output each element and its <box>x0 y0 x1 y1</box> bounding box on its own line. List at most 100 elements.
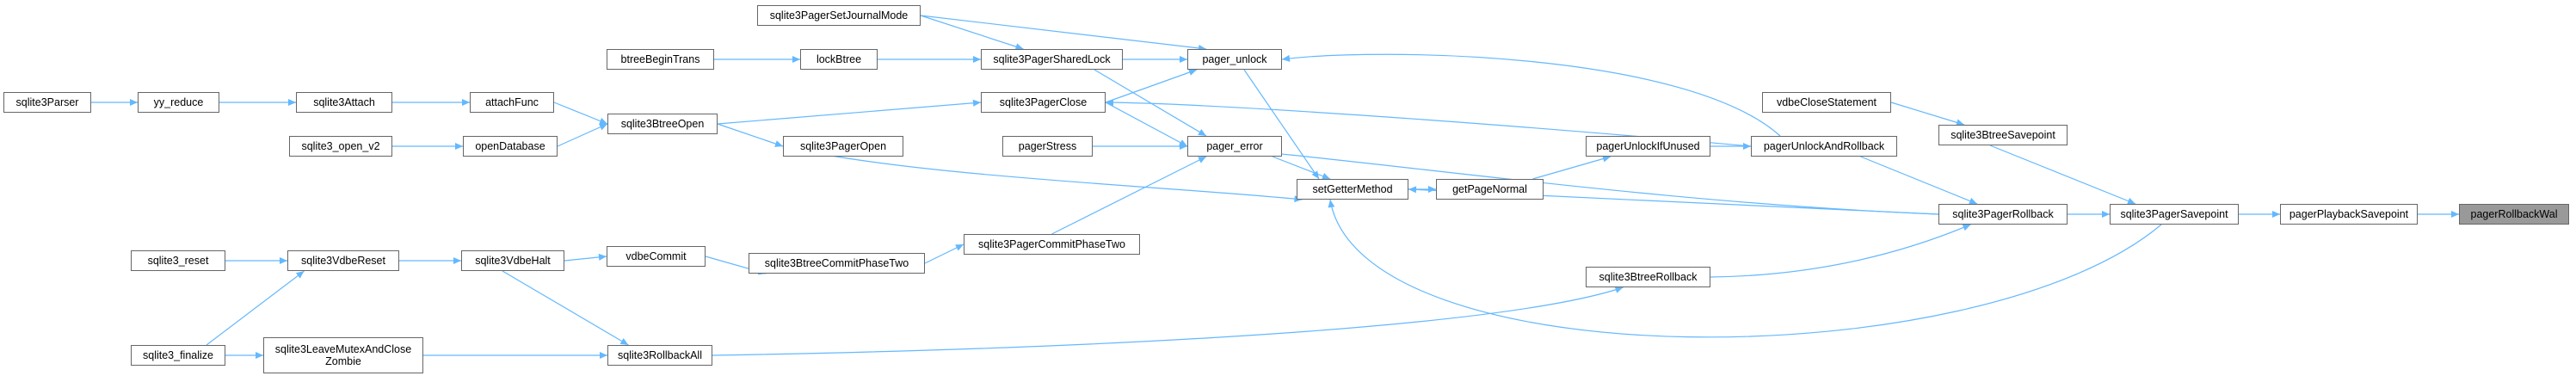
edge-sqlite3VdbeHalt-35 <box>502 270 629 346</box>
edge-arrowhead-15 <box>1322 173 1330 180</box>
node-attachFunc[interactable]: attachFunc <box>470 92 554 113</box>
edge-arrowhead-35 <box>619 337 629 345</box>
edge-arrowhead-42 <box>599 117 607 125</box>
node-lockBtree[interactable]: lockBtree <box>800 49 878 70</box>
edge-arrowhead-30 <box>453 257 461 264</box>
edge-arrowhead-41 <box>455 143 463 150</box>
edge-arrowhead-34 <box>600 352 607 359</box>
edge-vdbeCloseStatement-3 <box>1890 102 1965 126</box>
edge-arrowhead-11 <box>1602 155 1611 163</box>
node-sqlite3BtreeOpen[interactable]: sqlite3BtreeOpen <box>607 114 718 134</box>
edge-arrowhead-2 <box>2127 197 2135 205</box>
edge-sqlite3PagerClose-18 <box>1105 69 1198 103</box>
edge-arrowhead-36 <box>1614 286 1624 293</box>
edge-arrowhead-27 <box>955 244 964 251</box>
edge-sqlite3PagerSetJournalMode-23 <box>920 15 1024 50</box>
node-pagerUnlockAndRollback[interactable]: pagerUnlockAndRollback <box>1751 136 1897 157</box>
edge-arrowhead-21 <box>1198 128 1206 136</box>
edge-openDatabase-40 <box>557 123 608 147</box>
edge-pager_error-15 <box>1272 156 1331 180</box>
node-sqlite3VdbeReset[interactable]: sqlite3VdbeReset <box>287 250 399 271</box>
edge-arrowhead-29 <box>598 253 607 261</box>
edge-arrowhead-4 <box>2102 211 2110 218</box>
edge-arrowhead-40 <box>599 124 607 131</box>
edge-arrowhead-16 <box>1311 170 1319 179</box>
edge-sqlite3PagerSavepoint-9 <box>1329 199 2162 338</box>
edge-arrowhead-5 <box>1969 197 1977 205</box>
edge-arrowhead-43 <box>462 99 470 106</box>
node-vdbeCloseStatement[interactable]: vdbeCloseStatement <box>1762 92 1891 113</box>
edge-sqlite3PagerClose-19 <box>1105 102 1188 147</box>
edge-sqlite3_finalize-32 <box>206 270 305 346</box>
node-sqlite3PagerSavepoint[interactable]: sqlite3PagerSavepoint <box>2110 204 2239 225</box>
node-sqlite3PagerSharedLock[interactable]: sqlite3PagerSharedLock <box>981 49 1123 70</box>
edge-arrowhead-20 <box>1180 56 1187 63</box>
edge-sqlite3PagerSetJournalMode-22 <box>920 15 1207 50</box>
node-sqlite3LeaveMutexAndCloseZombie[interactable]: sqlite3LeaveMutexAndClose Zombie <box>263 337 423 373</box>
edge-arrowhead-0 <box>2451 211 2459 218</box>
node-vdbeCommit[interactable]: vdbeCommit <box>607 246 706 267</box>
edge-pager_unlock-16 <box>1243 69 1320 180</box>
edge-arrowhead-12 <box>1428 186 1436 193</box>
node-sqlite3Parser[interactable]: sqlite3Parser <box>3 92 91 113</box>
edge-pagerUnlockAndRollback-5 <box>1860 156 1978 205</box>
edge-sqlite3BtreeOpen-38 <box>717 123 784 147</box>
node-sqlite3Attach[interactable]: sqlite3Attach <box>296 92 392 113</box>
node-sqlite3PagerRollback[interactable]: sqlite3PagerRollback <box>1938 204 2068 225</box>
node-btreeBeginTrans[interactable]: btreeBeginTrans <box>607 49 714 70</box>
node-setGetterMethod[interactable]: setGetterMethod <box>1297 179 1408 200</box>
node-getPageNormal[interactable]: getPageNormal <box>1436 179 1544 200</box>
edge-arrowhead-13 <box>1282 54 1291 62</box>
edge-arrowhead-25 <box>792 56 800 63</box>
edge-sqlite3PagerCommitPhaseTwo-26 <box>1051 156 1207 235</box>
edge-sqlite3PagerOpen-37 <box>782 145 1303 200</box>
node-yy_reduce[interactable]: yy_reduce <box>138 92 219 113</box>
edge-sqlite3PagerSharedLock-21 <box>1094 69 1207 137</box>
node-pagerStress[interactable]: pagerStress <box>1002 136 1093 157</box>
edge-arrowhead-23 <box>1014 43 1024 51</box>
edge-sqlite3RollbackAll-36 <box>712 286 1624 356</box>
node-sqlite3BtreeCommitPhaseTwo[interactable]: sqlite3BtreeCommitPhaseTwo <box>749 253 925 274</box>
node-sqlite3_finalize[interactable]: sqlite3_finalize <box>131 345 225 366</box>
edge-arrowhead-45 <box>130 99 138 106</box>
edge-attachFunc-42 <box>553 102 608 125</box>
node-pagerRollbackWal: pagerRollbackWal <box>2459 204 2569 225</box>
edge-sqlite3BtreeRollback-6 <box>1710 224 1971 278</box>
edge-sqlite3BtreeOpen-39 <box>717 102 982 125</box>
edge-arrowhead-32 <box>295 271 305 279</box>
node-sqlite3_open_v2[interactable]: sqlite3_open_v2 <box>289 136 392 157</box>
edge-arrowhead-44 <box>288 99 296 106</box>
edge-pagerUnlockAndRollback-13 <box>1281 53 1781 137</box>
node-pager_unlock[interactable]: pager_unlock <box>1187 49 1282 70</box>
node-sqlite3PagerClose[interactable]: sqlite3PagerClose <box>981 92 1106 113</box>
node-sqlite3_reset[interactable]: sqlite3_reset <box>131 250 225 271</box>
node-pagerUnlockIfUnused[interactable]: pagerUnlockIfUnused <box>1586 136 1710 157</box>
edge-pagerUnlockAndRollback-14 <box>1105 102 1752 147</box>
edge-arrowhead-19 <box>1179 139 1187 146</box>
edge-arrowhead-3 <box>1956 119 1964 126</box>
edge-arrowhead-31 <box>280 257 287 264</box>
edge-arrowhead-33 <box>256 352 263 359</box>
node-openDatabase[interactable]: openDatabase <box>463 136 558 157</box>
edge-arrowhead-9 <box>1328 200 1335 208</box>
node-pager_error[interactable]: pager_error <box>1187 136 1282 157</box>
node-sqlite3BtreeSavepoint[interactable]: sqlite3BtreeSavepoint <box>1938 125 2068 145</box>
edge-arrowhead-26 <box>1198 157 1206 163</box>
node-sqlite3RollbackAll[interactable]: sqlite3RollbackAll <box>607 345 712 366</box>
edge-arrowhead-24 <box>973 56 981 63</box>
node-sqlite3VdbeHalt[interactable]: sqlite3VdbeHalt <box>461 250 564 271</box>
node-sqlite3BtreeRollback[interactable]: sqlite3BtreeRollback <box>1586 267 1710 287</box>
node-sqlite3PagerOpen[interactable]: sqlite3PagerOpen <box>783 136 903 157</box>
edge-sqlite3BtreeSavepoint-2 <box>1989 145 2136 205</box>
edge-getPageNormal-11 <box>1532 156 1612 180</box>
edge-arrowhead-6 <box>1962 224 1971 231</box>
edge-arrowhead-18 <box>1188 69 1197 76</box>
edge-arrowhead-38 <box>774 140 783 147</box>
edge-arrowhead-39 <box>972 99 981 107</box>
node-pagerPlaybackSavepoint[interactable]: pagerPlaybackSavepoint <box>2280 204 2418 225</box>
node-sqlite3PagerSetJournalMode[interactable]: sqlite3PagerSetJournalMode <box>757 5 921 26</box>
edge-arrowhead-1 <box>2272 211 2280 218</box>
node-sqlite3PagerCommitPhaseTwo[interactable]: sqlite3PagerCommitPhaseTwo <box>964 234 1140 255</box>
